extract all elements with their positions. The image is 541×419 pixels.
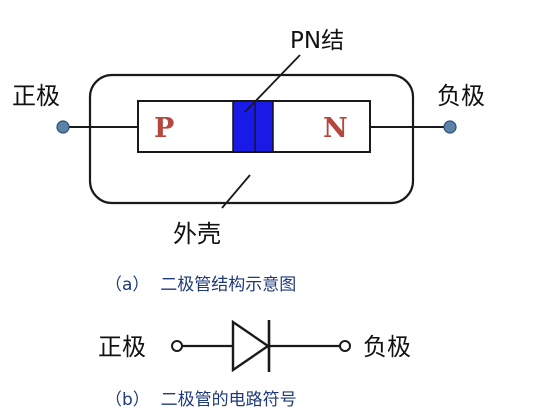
- cathode-terminal: [443, 120, 457, 134]
- symbol-cathode-label: 负极: [363, 333, 411, 361]
- symbol-anode-terminal: [171, 340, 183, 352]
- symbol-anode-label: 正极: [98, 333, 146, 361]
- n-region-label: N: [323, 113, 348, 144]
- anode-label: 正极: [12, 82, 60, 110]
- pn-junction-label: PN结: [290, 28, 344, 54]
- shell-pointer: [221, 174, 251, 209]
- shell-outline: [88, 73, 415, 205]
- cathode-label: 负极: [437, 82, 485, 110]
- shell-label: 外壳: [173, 220, 221, 248]
- p-region-label: P: [154, 113, 174, 144]
- circuit-symbol: 正极 负极 （b） 二极管的电路符号: [98, 319, 411, 410]
- structure-caption: （a） 二极管结构示意图: [105, 275, 296, 295]
- symbol-caption: （b） 二极管的电路符号: [105, 390, 297, 410]
- structure-diagram: PN结 正极 负极 P N 外壳 （a） 二极管结构示意图: [12, 28, 485, 295]
- pn-junction-region: [232, 100, 274, 153]
- diode-triangle: [231, 319, 271, 373]
- pn-junction-pointer: [244, 54, 301, 113]
- anode-terminal: [56, 120, 70, 134]
- symbol-cathode-terminal: [339, 340, 351, 352]
